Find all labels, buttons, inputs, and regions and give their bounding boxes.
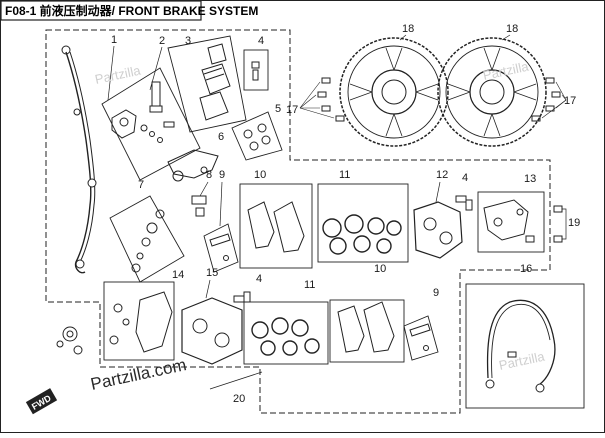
master-cylinder-parts (111, 81, 175, 143)
callout-6: 6 (218, 131, 224, 143)
bleeder-screw-top (251, 61, 260, 81)
brake-pads-low (337, 301, 395, 353)
group-10-low-frame (329, 299, 405, 363)
group-11-low-frame (243, 301, 329, 365)
caliper-bracket-13 (483, 199, 535, 243)
bleeder-screw-low (233, 291, 251, 303)
brake-hose-16 (485, 299, 556, 393)
watermark-faint-3: Partzilla (498, 348, 547, 372)
mounting-bolts-19 (553, 205, 567, 243)
watermark: Partzilla.com (89, 355, 188, 394)
callout-7: 7 (138, 179, 144, 191)
group-4-top-frame (243, 49, 269, 91)
callout-17-right: 17 (564, 95, 576, 107)
banjo-bolt-assembly (56, 326, 83, 355)
pad-pin-low (409, 323, 431, 351)
group-11-top-frame (317, 183, 409, 263)
brake-disc-right (437, 37, 547, 147)
group-16-frame (465, 283, 585, 409)
brake-disc-left (339, 37, 449, 147)
brake-caliper-15 (181, 279, 243, 365)
leader-20 (209, 371, 263, 390)
callout-15: 15 (206, 267, 218, 279)
direction-badge: FWD (25, 388, 58, 415)
caliper-seals-top (322, 214, 402, 255)
callout-8: 8 (206, 169, 212, 181)
hose-bolts (243, 123, 271, 151)
callout-9-low: 9 (433, 287, 439, 299)
group-9-low-frame (403, 315, 439, 361)
mounting-bolt-8 (191, 181, 209, 217)
pad-pin-top (209, 233, 231, 261)
group-10-top-frame (239, 183, 313, 269)
brake-hose-1 (61, 45, 97, 274)
diagram-title-text: F08-1 前液压制动器/ FRONT BRAKE SYSTEM (5, 3, 258, 18)
callout-11-low: 11 (304, 279, 315, 291)
caliper-bracket-14 (109, 291, 173, 353)
group-7-frame (109, 195, 185, 283)
callout-4-low: 4 (256, 273, 262, 285)
brake-pads-top (247, 201, 305, 253)
callout-16: 16 (520, 263, 532, 275)
reservoir-parts (199, 43, 231, 121)
callout-11-top: 11 (339, 169, 350, 181)
disc-bolts-right (531, 77, 567, 122)
callout-12: 12 (436, 169, 448, 181)
group-13-frame (477, 191, 545, 253)
callout-2: 2 (159, 35, 165, 47)
callout-4-top: 4 (258, 35, 264, 47)
callout-20: 20 (233, 393, 245, 405)
brake-lever-bracket (167, 149, 219, 182)
caliper-seals-low (251, 317, 320, 356)
callout-4-mid: 4 (462, 172, 468, 184)
callout-17-left: 17 (286, 104, 298, 116)
diagram-title: F08-1 前液压制动器/ FRONT BRAKE SYSTEM (0, 0, 258, 21)
assembly-outline (45, 29, 551, 414)
group-14-frame (103, 281, 175, 361)
callout-18-left: 18 (402, 23, 414, 35)
callout-14: 14 (172, 269, 184, 281)
group-9-top-frame (203, 223, 239, 273)
brake-caliper-12 (413, 181, 463, 259)
callout-10-top: 10 (254, 169, 266, 181)
group-5-frame (231, 111, 283, 161)
callout-1: 1 (111, 34, 117, 46)
disc-bolts-left (299, 77, 345, 122)
group-3-frame (167, 35, 247, 133)
bleeder-screw-mid (455, 195, 473, 211)
callout-10-low: 10 (374, 263, 386, 275)
piston-seal-kit (131, 209, 165, 273)
callout-18-right: 18 (506, 23, 518, 35)
callout-9-top: 9 (219, 169, 225, 181)
callout-19: 19 (568, 217, 580, 229)
callout-13: 13 (524, 173, 536, 185)
group-2-frame (101, 67, 201, 181)
callout-3: 3 (185, 35, 191, 47)
callout-5: 5 (275, 103, 281, 115)
